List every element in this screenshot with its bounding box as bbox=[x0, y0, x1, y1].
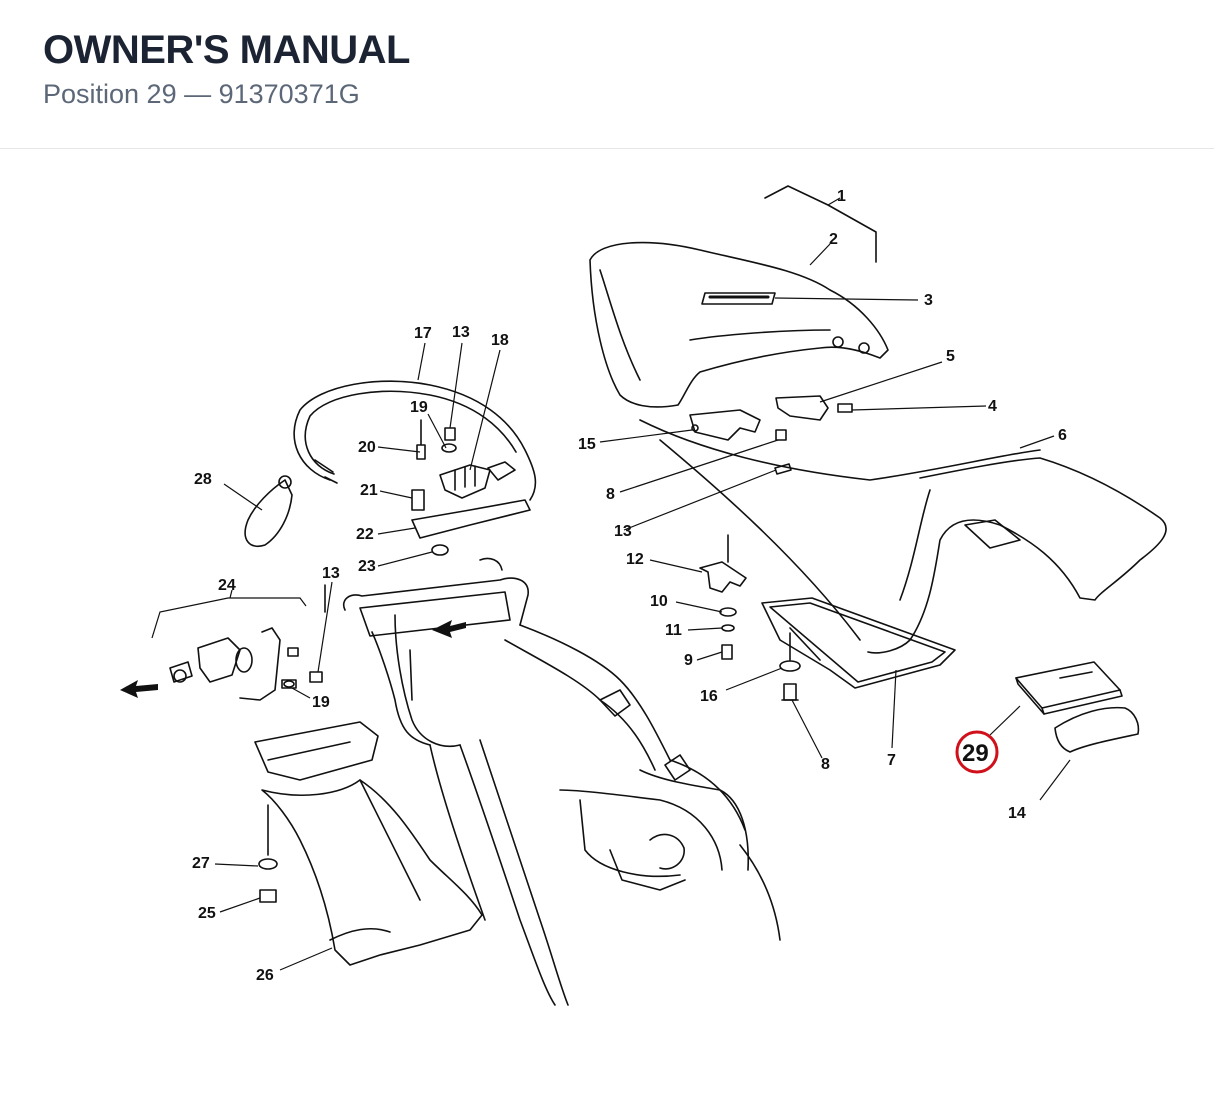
highlight-circle bbox=[955, 730, 999, 774]
callout-11: 11 bbox=[665, 622, 682, 639]
callout-10: 10 bbox=[650, 593, 668, 610]
callout-18: 18 bbox=[491, 332, 509, 349]
callout-25: 25 bbox=[198, 905, 216, 922]
callout-15: 15 bbox=[578, 436, 596, 453]
callout-13-left: 13 bbox=[322, 565, 340, 582]
callout-19-lower: 19 bbox=[312, 694, 330, 711]
callout-12: 12 bbox=[626, 551, 644, 568]
callout-17: 17 bbox=[414, 325, 432, 342]
callout-9: 9 bbox=[684, 652, 693, 669]
callout-19-top: 19 bbox=[410, 399, 428, 416]
callout-3: 3 bbox=[924, 292, 933, 309]
callout-16: 16 bbox=[700, 688, 718, 705]
callout-22: 22 bbox=[356, 526, 374, 543]
callout-14: 14 bbox=[1008, 805, 1026, 822]
callout-23: 23 bbox=[358, 558, 376, 575]
callout-28: 28 bbox=[194, 471, 212, 488]
page-title: OWNER'S MANUAL bbox=[43, 28, 410, 72]
callout-20: 20 bbox=[358, 439, 376, 456]
callout-5: 5 bbox=[946, 348, 955, 365]
header: OWNER'S MANUAL Position 29 — 91370371G bbox=[0, 0, 1214, 149]
callout-29-highlighted: 29 bbox=[962, 740, 989, 767]
callout-1: 1 bbox=[837, 188, 846, 205]
callout-26: 26 bbox=[256, 967, 274, 984]
callout-21: 21 bbox=[360, 482, 378, 499]
direction-arrow-icon bbox=[120, 620, 466, 698]
callout-13-mid: 13 bbox=[614, 523, 632, 540]
callout-7: 7 bbox=[887, 752, 896, 769]
page-subtitle: Position 29 — 91370371G bbox=[43, 79, 360, 109]
callout-27: 27 bbox=[192, 855, 210, 872]
parts-diagram: 1 2 3 4 5 6 7 8 8 9 10 11 12 13 13 13 14… bbox=[0, 150, 1214, 1098]
callout-24: 24 bbox=[218, 577, 236, 594]
callout-13-top: 13 bbox=[452, 324, 470, 341]
callout-4: 4 bbox=[988, 398, 997, 415]
callout-2: 2 bbox=[829, 231, 838, 248]
callout-8-lower: 8 bbox=[821, 756, 830, 773]
callout-6: 6 bbox=[1058, 427, 1067, 444]
callout-8: 8 bbox=[606, 486, 615, 503]
